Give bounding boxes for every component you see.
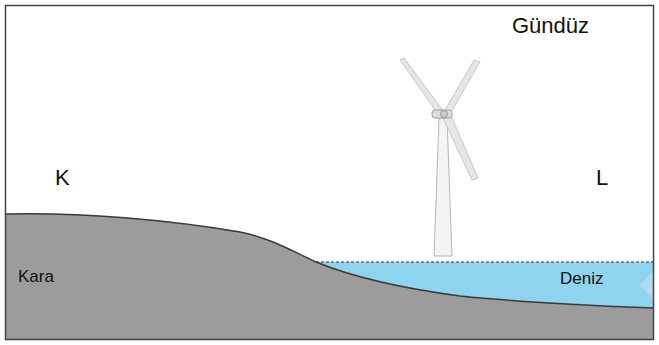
land — [6, 214, 654, 340]
region-label: Kara — [18, 268, 54, 287]
point-label: K — [55, 166, 70, 190]
turbine-blade — [444, 60, 480, 114]
time-label: Gündüz — [512, 14, 589, 38]
land-outline — [6, 214, 654, 308]
turbine-nacelle — [432, 110, 452, 118]
decoration — [640, 270, 654, 300]
region-label: Deniz — [560, 270, 603, 289]
turbine-tower — [434, 118, 452, 256]
turbine-blade — [442, 116, 478, 180]
point-label: L — [596, 166, 608, 190]
turbine-blade — [400, 58, 444, 114]
sea-surface — [316, 261, 654, 262]
turbine-hub — [441, 111, 448, 118]
frame — [6, 6, 654, 340]
